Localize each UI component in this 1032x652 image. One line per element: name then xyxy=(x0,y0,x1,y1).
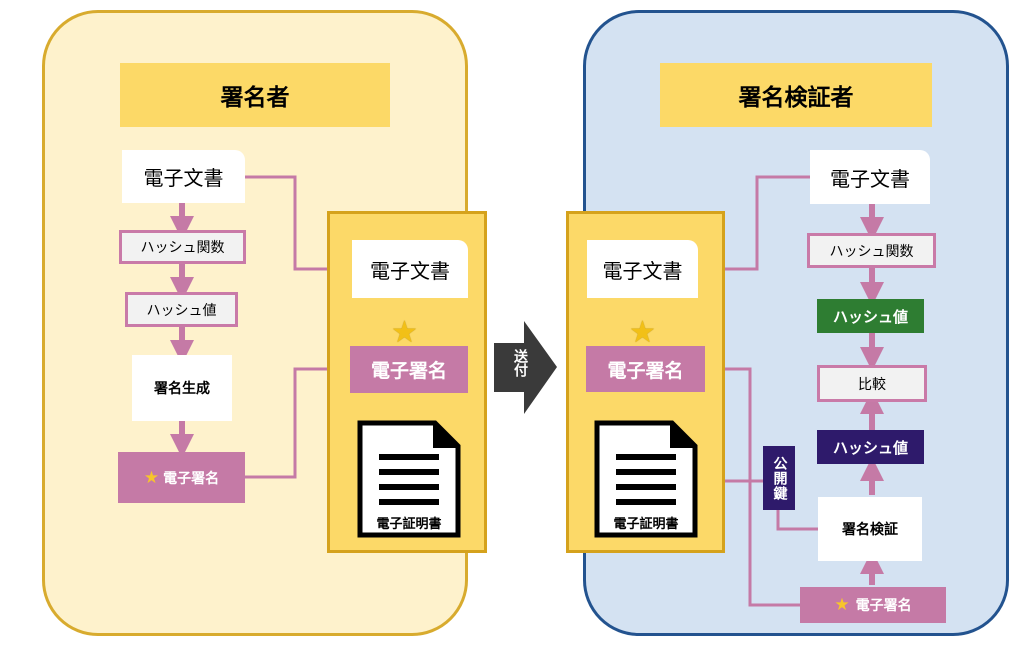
verifier-compare: 比較 xyxy=(817,365,927,402)
signer-signature: ★ 電子署名 xyxy=(118,452,245,503)
bundle-right-document: 電子文書 xyxy=(587,240,698,298)
bundle-right-certificate: 電子証明書 xyxy=(613,516,679,532)
verifier-verify: 署名検証 xyxy=(818,497,922,561)
star-icon: ★ xyxy=(629,315,656,350)
signer-document: 電子文書 xyxy=(122,150,245,203)
verifier-public-key: 公開鍵 xyxy=(763,446,795,510)
bundle-left-document: 電子文書 xyxy=(352,240,468,298)
line-doc-to-bundle xyxy=(245,175,352,271)
bundle-left-certificate: 電子証明書 xyxy=(376,516,442,532)
verifier-document: 電子文書 xyxy=(810,150,930,204)
bundle-right-signature: 電子署名 xyxy=(586,346,705,392)
line-key-to-verify xyxy=(776,510,818,531)
certificate-icon xyxy=(357,420,461,538)
star-icon: ★ xyxy=(834,595,850,615)
signer-title: 署名者 xyxy=(120,63,390,127)
bundle-left-signature: 電子署名 xyxy=(350,346,468,393)
verifier-signature: ★ 電子署名 xyxy=(800,587,946,623)
line-bundle-sig-to-sig xyxy=(705,367,800,607)
verifier-signature-label: 電子署名 xyxy=(855,598,912,614)
star-icon: ★ xyxy=(391,315,418,350)
signer-sign-generation: 署名生成 xyxy=(132,355,232,421)
line-bundle-doc-to-doc xyxy=(698,175,810,271)
signer-signature-label: 電子署名 xyxy=(163,470,220,487)
send-arrow-label: 送付 xyxy=(512,349,528,377)
line-signature-to-bundle xyxy=(245,367,350,479)
send-arrow xyxy=(494,321,557,414)
verifier-hash-value-1: ハッシュ値 xyxy=(817,299,924,333)
certificate-icon xyxy=(594,420,698,538)
signer-hash-function: ハッシュ関数 xyxy=(119,230,246,264)
star-icon: ★ xyxy=(143,467,160,488)
signer-hash-value: ハッシュ値 xyxy=(125,292,238,327)
verifier-hash-function: ハッシュ関数 xyxy=(807,233,936,268)
verifier-hash-value-2: ハッシュ値 xyxy=(817,430,924,464)
verifier-title: 署名検証者 xyxy=(660,63,932,127)
